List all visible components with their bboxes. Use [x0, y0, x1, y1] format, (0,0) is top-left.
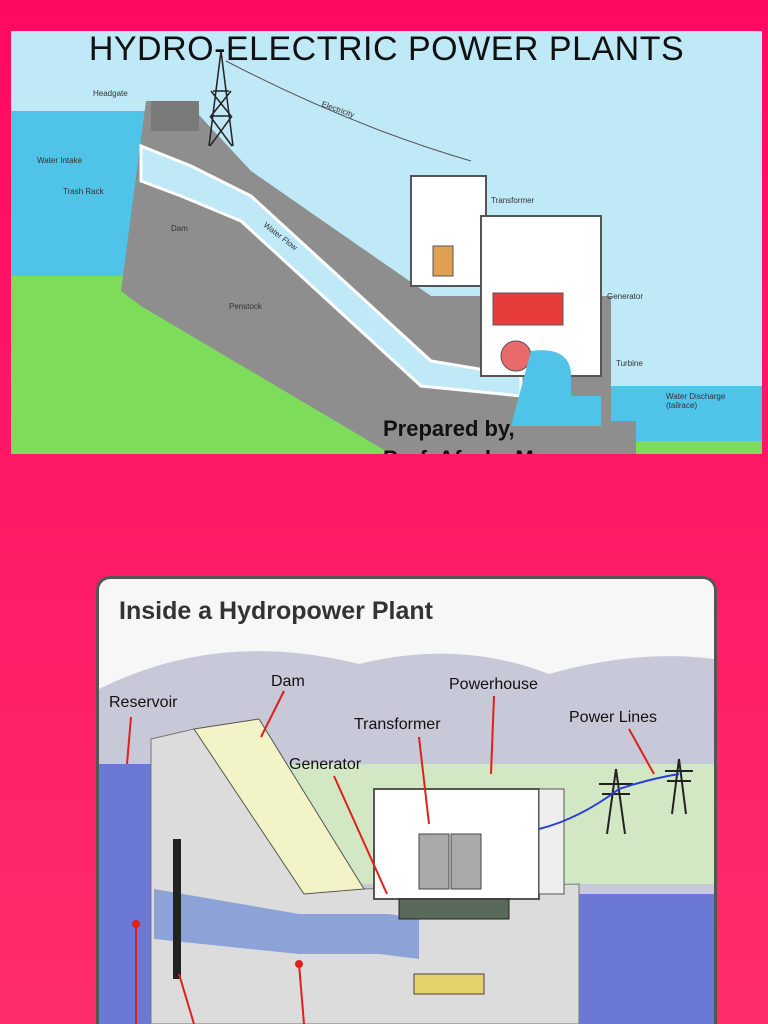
hydro-electric-diagram: Headgate Electricity Water Intake Trash …: [11, 31, 762, 454]
label-penstock: Penstock: [229, 302, 263, 311]
label-electricity: Electricity: [320, 99, 355, 119]
label-dam: Dam: [171, 224, 188, 233]
bottom-panel-title: Inside a Hydropower Plant: [119, 597, 434, 625]
label-headgate: Headgate: [93, 89, 128, 98]
control-gate: [173, 839, 181, 979]
label-arrows: [126, 690, 655, 1024]
prepared-by-name: Prof. Afzal... M...: [383, 444, 552, 454]
downstream-water: [579, 894, 714, 1024]
power-lines: [538, 773, 680, 830]
label-generator: Generator: [607, 292, 643, 301]
transformer-unit-1: [418, 833, 450, 890]
penstock-pipe: [154, 889, 419, 959]
label-transformer: Transformer: [491, 196, 535, 205]
powerhouse-side: [538, 788, 565, 895]
transformer-unit-2: [450, 833, 482, 890]
arrow-generator: [333, 775, 388, 895]
headgate-structure: [151, 101, 199, 131]
hydropower-plant-diagram: Inside a Hydropower Plant Reservoir Dam …: [96, 576, 717, 1024]
tailrace-channel: [511, 350, 601, 426]
label-water-discharge: Water Discharge: [666, 392, 726, 401]
label-reservoir: Reservoir: [109, 694, 178, 711]
hydro-electric-diagram-svg: Headgate Electricity Water Intake Trash …: [11, 50, 762, 454]
label-powerhouse: Powerhouse: [449, 676, 538, 693]
transmission-tower: [208, 50, 234, 147]
prepared-by: Prepared by, Prof. Afzal... M...: [383, 414, 552, 454]
arrow-penstock: [298, 963, 305, 1024]
top-panel-title: HYDRO-ELECTRIC POWER PLANTS: [88, 31, 685, 68]
prepared-by-label: Prepared by,: [383, 416, 515, 441]
label-generator: Generator: [289, 756, 362, 773]
label-power-lines: Power Lines: [569, 709, 657, 726]
electricity-line: [225, 60, 472, 162]
turbine-unit: [500, 340, 532, 372]
arrow-power-lines: [628, 728, 655, 775]
label-dam: Dam: [271, 673, 305, 690]
generator-unit: [398, 898, 510, 920]
label-tailrace: (tailrace): [666, 401, 697, 410]
arrow-powerhouse: [490, 695, 495, 775]
arrow-control-gate: [178, 973, 195, 1024]
power-line-tower-1: [599, 768, 633, 835]
arrow-transformer: [418, 736, 430, 825]
label-transformer: Transformer: [354, 716, 441, 733]
power-line-tower-2: [665, 758, 693, 815]
arrow-dots: [132, 920, 303, 968]
turbine-unit: [413, 973, 485, 995]
label-trash-rack: Trash Rack: [63, 187, 105, 196]
dam-face: [193, 718, 365, 895]
generator-unit: [492, 292, 564, 326]
label-water-intake: Water Intake: [37, 156, 83, 165]
hydropower-plant-svg: Inside a Hydropower Plant Reservoir Dam …: [99, 597, 714, 1024]
label-turbine: Turbine: [616, 359, 643, 368]
reservoir-water: [99, 764, 154, 1024]
transformer-unit: [432, 245, 454, 277]
arrow-dam: [260, 690, 285, 738]
arrow-reservoir: [126, 716, 132, 765]
